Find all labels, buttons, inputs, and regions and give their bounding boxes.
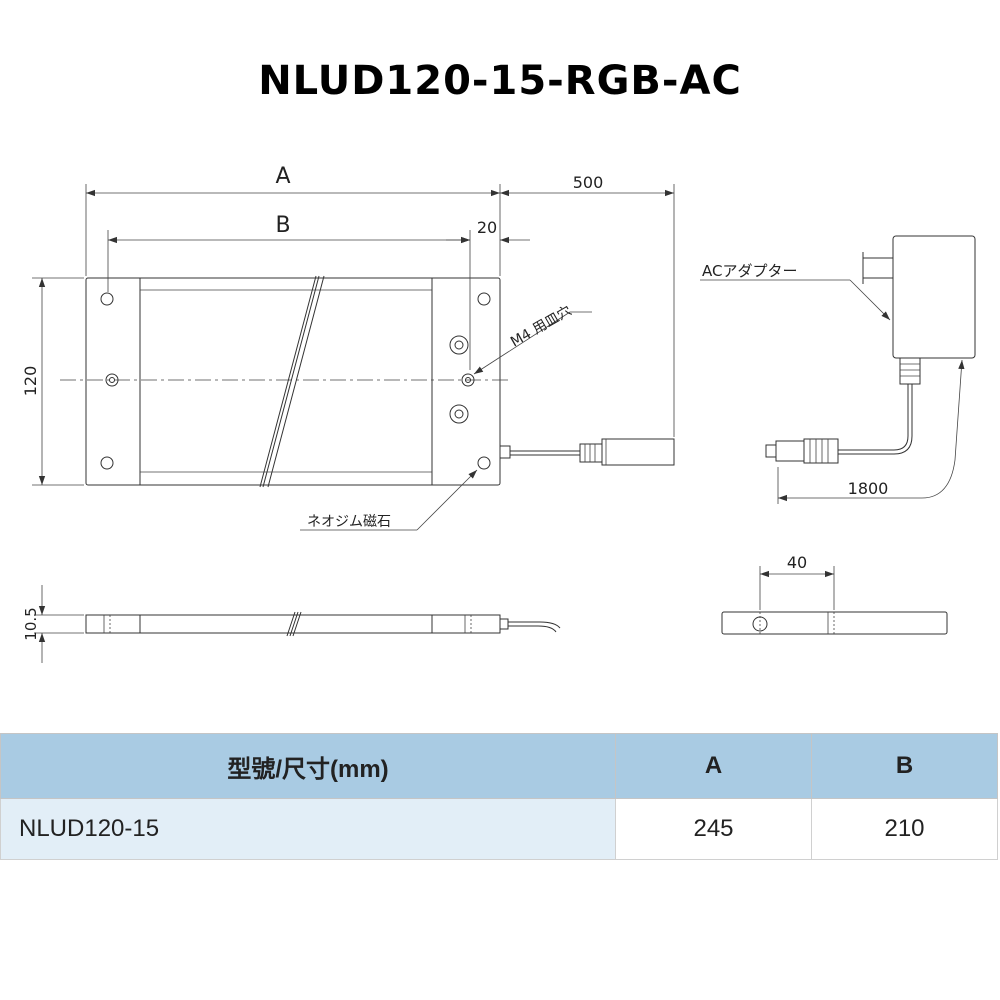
mount-holes (105, 373, 475, 387)
dimension-10-5: 10.5 (22, 585, 84, 663)
dim-20-label: 20 (477, 218, 497, 237)
cell-a: 245 (615, 798, 812, 860)
header-model-size: 型號/尺寸(mm) (0, 733, 616, 799)
dimension-120: 120 (21, 277, 84, 486)
technical-drawing: A B 20 500 120 M4 用皿穴 ネオジム磁石 (21, 164, 976, 663)
table-row: NLUD120-15 245 210 (0, 798, 998, 860)
dim-500-label: 500 (573, 173, 604, 192)
header-a: A (615, 733, 812, 799)
ac-adapter-callout: ACアダプター (700, 262, 891, 321)
cable-connector (499, 438, 675, 466)
light-unit-top-view (60, 275, 510, 488)
dimension-20: 20 (446, 218, 530, 244)
dimension-40: 40 (759, 553, 835, 610)
light-unit-side-view (85, 611, 561, 637)
spec-table-header: 型號/尺寸(mm) A B (0, 733, 998, 799)
light-unit-end-view (721, 611, 948, 635)
magnet-callout: ネオジム磁石 (300, 469, 478, 531)
dimension-b: B (107, 213, 471, 370)
magnet-holes (100, 292, 491, 470)
dim-10-5-label: 10.5 (22, 607, 40, 640)
cell-b: 210 (811, 798, 998, 860)
dim-40-label: 40 (787, 553, 807, 572)
dimension-a: A (85, 164, 501, 276)
magnet-label: ネオジム磁石 (307, 514, 391, 530)
dim-1800-label: 1800 (848, 479, 889, 498)
spec-table: 型號/尺寸(mm) A B NLUD120-15 245 210 (0, 733, 998, 860)
dim-b-label: B (275, 213, 290, 238)
dim-a-label: A (275, 164, 290, 189)
drawing-title: NLUD120-15-RGB-AC (258, 58, 742, 104)
cell-model: NLUD120-15 (0, 798, 616, 860)
header-b: B (811, 733, 998, 799)
dimension-1800: 1800 (777, 359, 965, 504)
dimension-500: 500 (500, 173, 675, 437)
m4-hole-label: M4 用皿穴 (508, 303, 574, 351)
rotary-switches (449, 335, 469, 424)
m4-hole-callout: M4 用皿穴 (473, 303, 592, 375)
dim-120-label: 120 (21, 366, 40, 397)
ac-adapter-label: ACアダプター (702, 262, 797, 280)
